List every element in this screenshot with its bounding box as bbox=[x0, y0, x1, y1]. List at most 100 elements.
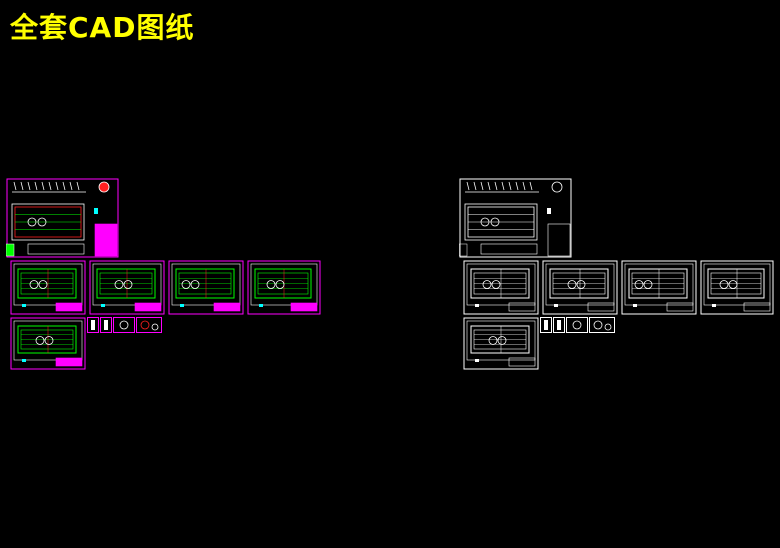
title-block bbox=[508, 302, 536, 312]
detail-sheet-1[interactable] bbox=[87, 317, 99, 333]
detail-symbol bbox=[544, 320, 548, 330]
detail-symbol bbox=[104, 320, 108, 330]
assembly-sheet[interactable] bbox=[6, 178, 119, 258]
frame-line bbox=[466, 263, 536, 306]
sheet-border bbox=[10, 260, 86, 315]
note-mark bbox=[712, 304, 716, 307]
sheet-border bbox=[463, 317, 539, 370]
sheet-border bbox=[621, 260, 697, 315]
elevation-stroke bbox=[508, 181, 512, 191]
elevation-stroke bbox=[480, 181, 484, 191]
plan-sheet-1[interactable] bbox=[10, 260, 86, 315]
plan-frame bbox=[11, 203, 85, 241]
floor-outline bbox=[549, 268, 609, 299]
plan-sheet-2[interactable] bbox=[542, 260, 618, 315]
sheet-border bbox=[100, 317, 112, 333]
equipment-symbol bbox=[634, 280, 644, 289]
equipment-symbol bbox=[37, 217, 47, 227]
plan-sheet-3[interactable] bbox=[621, 260, 697, 315]
plan-sheet-4[interactable] bbox=[247, 260, 321, 315]
equipment-symbol bbox=[497, 336, 507, 345]
plan-sheet-4[interactable] bbox=[700, 260, 774, 315]
detail-sheet-2[interactable] bbox=[100, 317, 112, 333]
elevation-stroke bbox=[69, 181, 73, 191]
equipment-symbol bbox=[123, 280, 133, 289]
sheet-border bbox=[113, 317, 135, 333]
equipment-symbol bbox=[35, 336, 45, 345]
detail-symbol bbox=[151, 323, 159, 331]
title-block bbox=[134, 302, 162, 312]
title-block bbox=[290, 302, 318, 312]
title-block bbox=[213, 302, 241, 312]
elevation-stroke bbox=[20, 181, 24, 191]
plan-sheet-5[interactable] bbox=[463, 317, 539, 370]
note-mark bbox=[259, 304, 263, 307]
legend-block bbox=[6, 243, 15, 257]
note-mark bbox=[22, 304, 26, 307]
frame-line bbox=[92, 263, 162, 306]
elevation-stroke bbox=[55, 181, 59, 191]
elevation-stroke bbox=[529, 181, 533, 191]
note-mark bbox=[475, 359, 479, 362]
detail-symbol bbox=[572, 320, 582, 330]
detail-sheet-4[interactable] bbox=[136, 317, 162, 333]
elevation-stroke bbox=[494, 181, 498, 191]
elevation-stroke bbox=[76, 181, 80, 191]
title-block bbox=[508, 357, 536, 367]
equipment-symbol bbox=[643, 280, 653, 289]
floor-outline bbox=[628, 268, 688, 299]
detail-symbol bbox=[593, 320, 603, 330]
plan-sheet-1[interactable] bbox=[463, 260, 539, 315]
assembly-sheet[interactable] bbox=[459, 178, 572, 258]
detail-sheet-4[interactable] bbox=[589, 317, 615, 333]
sheet-border bbox=[566, 317, 588, 333]
sheet-border bbox=[247, 260, 321, 315]
table-block bbox=[27, 243, 85, 255]
floor-outline bbox=[470, 268, 530, 299]
detail-sheet-1[interactable] bbox=[540, 317, 552, 333]
detail-sheet-2[interactable] bbox=[553, 317, 565, 333]
note-mark bbox=[180, 304, 184, 307]
frame-line bbox=[171, 263, 241, 306]
plan-sheet-5[interactable] bbox=[10, 317, 86, 370]
equipment-symbol bbox=[275, 280, 285, 289]
detail-symbol bbox=[119, 320, 129, 330]
frame-line bbox=[703, 263, 771, 306]
sheet-border bbox=[136, 317, 162, 333]
elevation-stroke bbox=[515, 181, 519, 191]
title-block bbox=[55, 302, 83, 312]
detail-symbol bbox=[557, 320, 561, 330]
sheet-border bbox=[540, 317, 552, 333]
elevation-stroke bbox=[473, 181, 477, 191]
sheet-border bbox=[589, 317, 615, 333]
equipment-symbol bbox=[491, 280, 501, 289]
elevation-stroke bbox=[62, 181, 66, 191]
elevation-stroke bbox=[48, 181, 52, 191]
floor-outline bbox=[470, 325, 530, 354]
plan-frame bbox=[464, 203, 538, 241]
equipment-symbol bbox=[114, 280, 124, 289]
title-block bbox=[666, 302, 694, 312]
elevation-stroke bbox=[13, 181, 17, 191]
equipment-symbol bbox=[181, 280, 191, 289]
detail-sheet-3[interactable] bbox=[566, 317, 588, 333]
elevation-stroke bbox=[466, 181, 470, 191]
detail-symbol bbox=[91, 320, 95, 330]
detail-symbol bbox=[140, 320, 150, 330]
elevation-stroke bbox=[34, 181, 38, 191]
title-block bbox=[55, 357, 83, 367]
equipment-symbol bbox=[266, 280, 276, 289]
elevation-stroke bbox=[501, 181, 505, 191]
frame-line bbox=[13, 263, 83, 306]
plan-sheet-2[interactable] bbox=[89, 260, 165, 315]
detail-sheet-3[interactable] bbox=[113, 317, 135, 333]
frame-line bbox=[624, 263, 694, 306]
page-title: 全套CAD图纸 bbox=[10, 11, 195, 44]
title-block bbox=[547, 223, 571, 257]
equipment-symbol bbox=[480, 217, 490, 227]
equipment-symbol bbox=[29, 280, 39, 289]
equipment-symbol bbox=[190, 280, 200, 289]
plan-sheet-3[interactable] bbox=[168, 260, 244, 315]
elevation-stroke bbox=[487, 181, 491, 191]
floor-outline bbox=[17, 268, 77, 299]
